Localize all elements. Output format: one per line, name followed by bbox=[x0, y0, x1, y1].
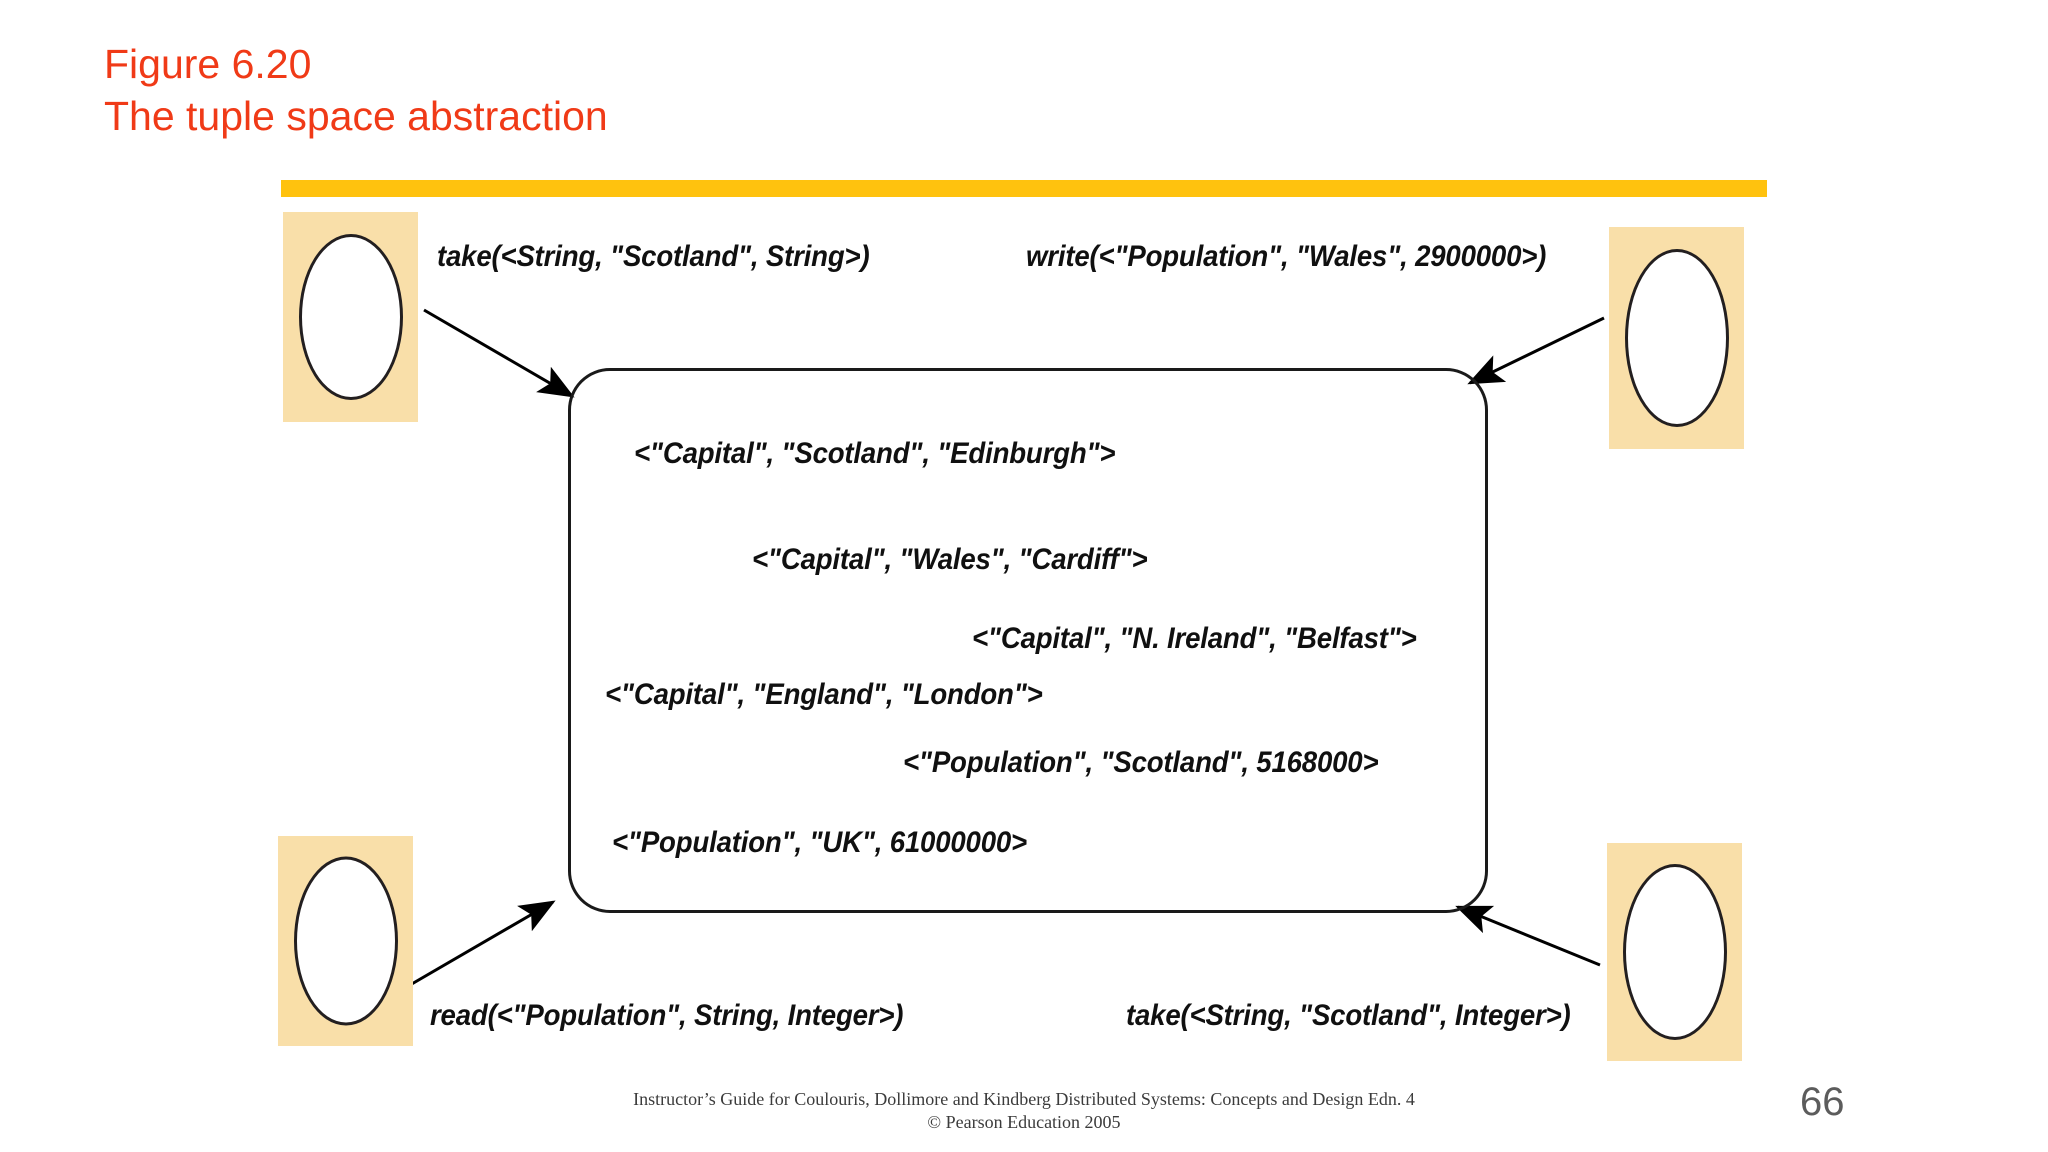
process-ellipse-icon bbox=[1622, 864, 1727, 1040]
arrow-take-integer bbox=[1455, 905, 1601, 967]
tuple-item: <"Population", "Scotland", 5168000> bbox=[903, 746, 1379, 779]
operation-label-write-population: write(<"Population", "Wales", 2900000>) bbox=[1026, 240, 1547, 273]
tuple-item: <"Population", "UK", 61000000> bbox=[612, 826, 1027, 859]
title-line-subtitle: The tuple space abstraction bbox=[104, 93, 608, 139]
accent-bar bbox=[281, 180, 1767, 197]
operation-label-take-integer: take(<String, "Scotland", Integer>) bbox=[1126, 999, 1571, 1032]
process-ellipse-icon bbox=[293, 856, 398, 1026]
footer-copyright: © Pearson Education 2005 bbox=[927, 1112, 1121, 1132]
arrow-write-population bbox=[1467, 316, 1605, 385]
operation-label-read-population: read(<"Population", String, Integer>) bbox=[430, 999, 904, 1032]
process-ellipse-icon bbox=[298, 234, 403, 400]
process-node-bottom-right[interactable] bbox=[1607, 843, 1742, 1061]
process-ellipse-icon bbox=[1624, 249, 1729, 427]
operation-label-take-string: take(<String, "Scotland", String>) bbox=[437, 240, 870, 273]
process-node-top-left[interactable] bbox=[283, 212, 418, 422]
tuple-item: <"Capital", "N. Ireland", "Belfast"> bbox=[972, 622, 1417, 655]
arrow-take-string bbox=[423, 308, 575, 398]
page-number: 66 bbox=[1800, 1080, 1845, 1124]
process-node-bottom-left[interactable] bbox=[278, 836, 413, 1046]
process-node-top-right[interactable] bbox=[1609, 227, 1744, 449]
footer-attribution: Instructor’s Guide for Coulouris, Dollim… bbox=[633, 1089, 1415, 1109]
tuple-item: <"Capital", "Scotland", "Edinburgh"> bbox=[634, 437, 1116, 470]
arrow-read-population bbox=[409, 900, 556, 987]
title-line-figure: Figure 6.20 bbox=[104, 41, 312, 87]
tuple-space-container bbox=[568, 368, 1488, 913]
slide-footer: Instructor’s Guide for Coulouris, Dollim… bbox=[0, 1088, 2048, 1134]
tuple-item: <"Capital", "Wales", "Cardiff"> bbox=[752, 543, 1148, 576]
page-title: Figure 6.20 The tuple space abstraction bbox=[104, 38, 608, 142]
tuple-item: <"Capital", "England", "London"> bbox=[605, 678, 1043, 711]
